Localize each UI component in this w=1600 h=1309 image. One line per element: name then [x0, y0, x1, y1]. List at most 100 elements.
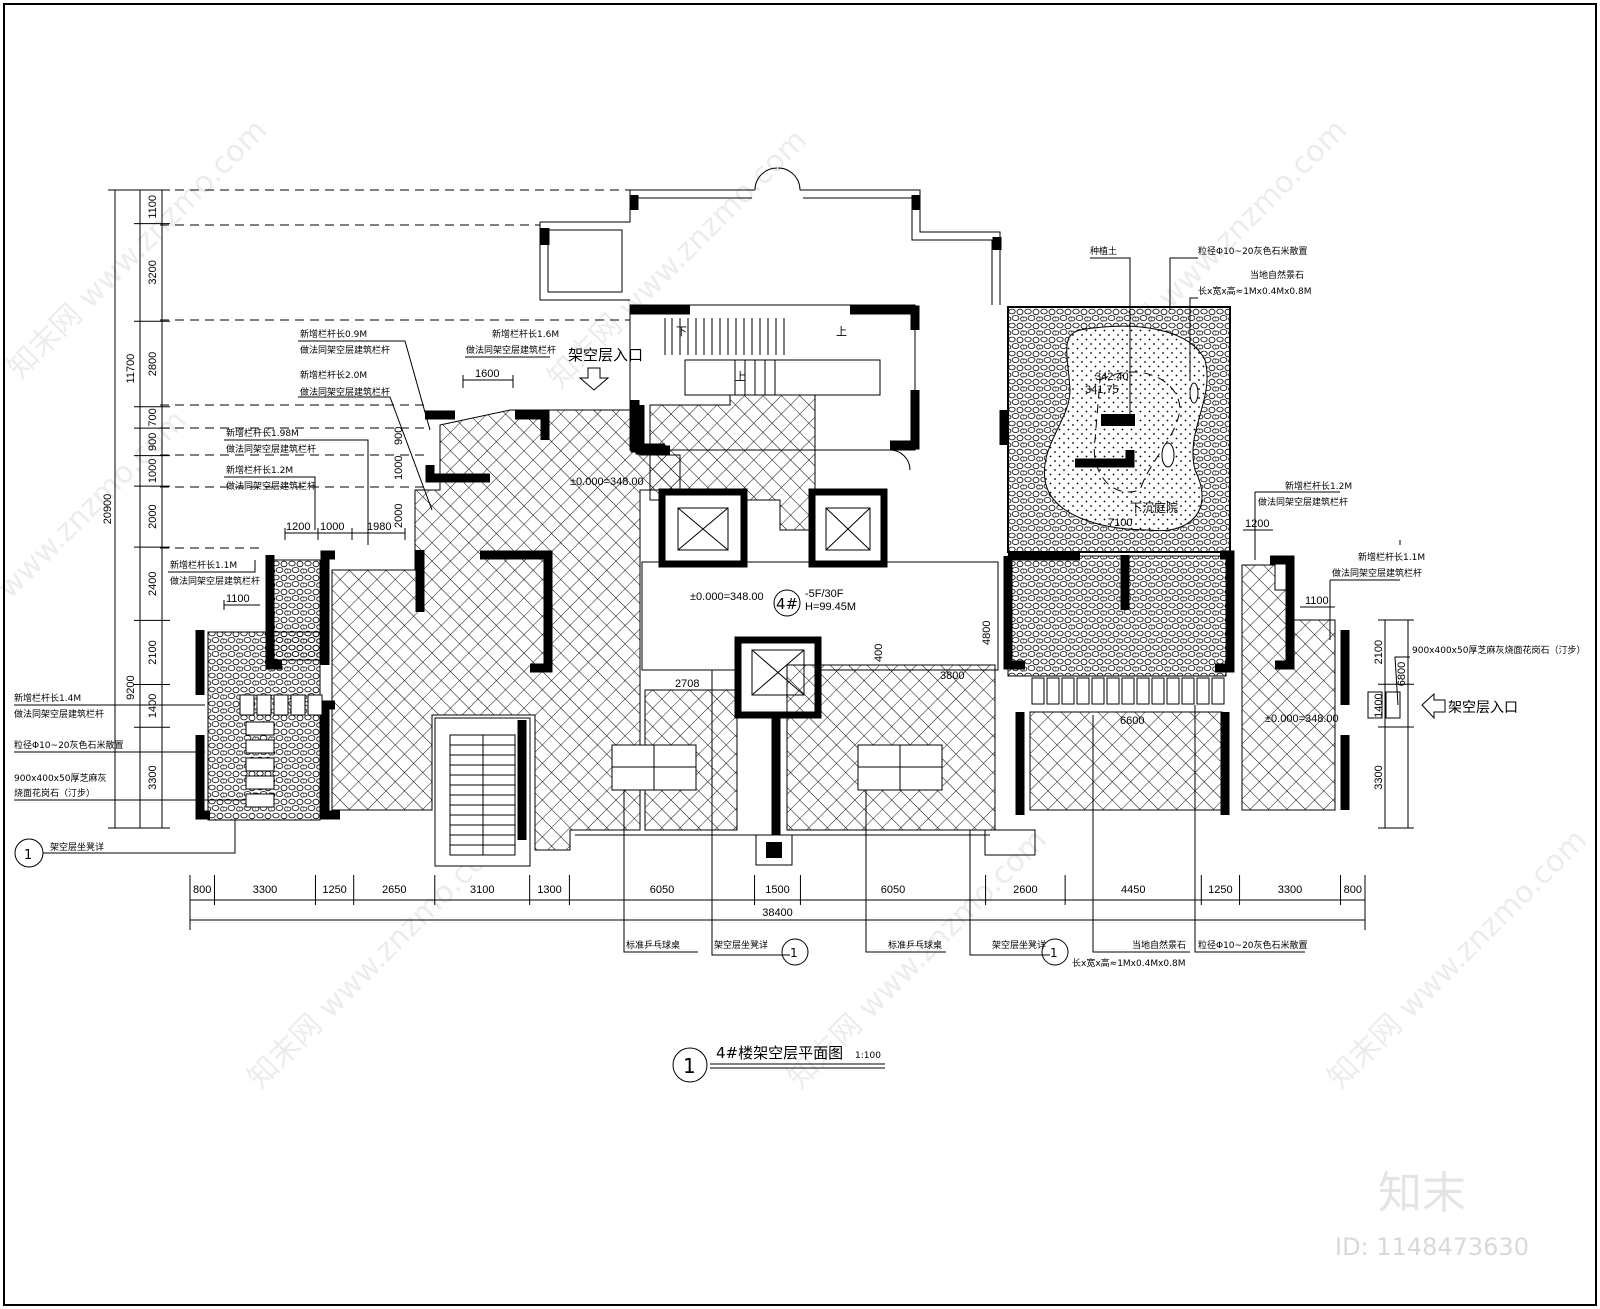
dim-label: 3300	[147, 765, 159, 789]
dim-label: 1600	[475, 368, 499, 380]
dim-label: 1200	[1245, 518, 1269, 530]
svg-text:www.znzmo.com: www.znzmo.com	[0, 403, 194, 606]
dim-label: 4800	[981, 621, 993, 645]
entrance-hall	[539, 167, 1002, 305]
paving-area-left	[331, 409, 681, 851]
annotation-text: 做法同架空层建筑栏杆	[300, 344, 390, 356]
stepping-stones-right	[1031, 677, 1401, 719]
dim-label: 2000	[393, 504, 405, 528]
stair-down-label: 下	[676, 326, 687, 338]
annotation-text: 新增栏杆长1.4M	[14, 692, 81, 704]
paving-area-right-mid	[1029, 711, 1223, 811]
dim-label: 3800	[940, 670, 964, 682]
annotation-text: 烧面花岗石（汀步）	[14, 787, 95, 799]
courtyard-label: 下沉庭院	[1130, 500, 1178, 515]
annotation-text: 当地自然景石	[1132, 939, 1186, 951]
dim-label: 3300	[1278, 884, 1302, 896]
dim-label: 700	[147, 408, 159, 426]
stepping-stones-left	[239, 694, 323, 808]
building-floors: -5F/30F	[805, 588, 844, 600]
courtyard-elevation: 342.40	[1095, 371, 1129, 383]
annotation-text: 架空层坐凳详	[714, 939, 768, 951]
reference-lines	[160, 189, 630, 549]
annotation-text: 新增栏杆长1.6M	[492, 328, 559, 340]
elevators	[658, 488, 888, 866]
dim-label: 3200	[147, 260, 159, 284]
detail-ref: 1	[790, 946, 798, 960]
dim-label: 800	[1344, 884, 1362, 896]
annotation-text: 架空层坐凳详	[992, 939, 1046, 951]
dim-label: 2000	[147, 504, 159, 528]
annotation-text: 900x400x50厚芝麻灰	[14, 772, 106, 784]
title-symbol: 1	[683, 1054, 696, 1078]
bench-outline	[575, 829, 1036, 856]
dim-label: 2600	[1013, 884, 1037, 896]
dim-label: 1980	[367, 521, 391, 533]
svg-text:知末网 www.znzmo.com: 知末网 www.znzmo.com	[1, 113, 274, 386]
courtyard-elevation: 341.75	[1085, 384, 1119, 396]
dim-sub-label: 9200	[125, 675, 137, 699]
entrance-arrow-icon	[578, 367, 610, 391]
annotation-text: 新增栏杆长2.0M	[300, 369, 367, 381]
building-tag: 4#	[776, 595, 798, 613]
annotation-text: 种植土	[1090, 245, 1117, 257]
dim-total-label: 38400	[762, 907, 793, 919]
annotation-text: 做法同架空层建筑栏杆	[1332, 567, 1422, 579]
dim-label: 3300	[1373, 765, 1385, 789]
dim-label: 2100	[1373, 640, 1385, 664]
dim-label: 2650	[382, 884, 406, 896]
dim-label: 2100	[147, 640, 159, 664]
annotation-text: 当地自然景石	[1250, 269, 1304, 281]
image-id: ID: 1148473630	[1335, 1233, 1529, 1261]
detail-ref-circle	[1041, 938, 1069, 966]
entrance-arrow-icon	[1421, 692, 1446, 720]
dim-label: 4450	[1121, 884, 1145, 896]
dim-label: 1100	[226, 593, 250, 605]
dim-label: 1100	[1305, 595, 1329, 607]
annotation-text: 新增栏杆长1.98M	[226, 427, 299, 439]
stair-up-label: 上	[836, 325, 847, 338]
dim-label: 2708	[675, 678, 699, 690]
misc-dimensions: 1600 1200 1000 1980 1100 900 1000 2000 2…	[223, 368, 1401, 727]
dim-label: 1100	[147, 195, 159, 219]
dim-sub-label: 11700	[125, 354, 137, 384]
pingpong-table	[857, 744, 943, 791]
dim-label: 1200	[286, 521, 310, 533]
planting-soil-dots	[1044, 326, 1208, 531]
exit-stair	[434, 717, 531, 867]
annotation-text: 做法同架空层建筑栏杆	[1258, 496, 1348, 508]
drawing-scale: 1:100	[855, 1051, 881, 1061]
paving-area-right	[1241, 564, 1336, 811]
dim-label: 900	[393, 427, 405, 445]
dim-label: 1000	[147, 459, 159, 483]
detail-ref: 1	[24, 848, 32, 863]
dim-total-label: 20900	[102, 494, 114, 525]
dim-label: 1250	[1208, 884, 1232, 896]
dim-label: 7100	[1108, 517, 1132, 529]
detail-ref: 1	[1050, 946, 1058, 960]
annotation-text: 粒径Φ10~20灰色石米散置	[1198, 939, 1308, 951]
drawing-frame	[3, 3, 1597, 1306]
dim-label: 1400	[1373, 693, 1385, 717]
dim-label: 6050	[650, 884, 674, 896]
entrance-label-right: 架空层入口	[1448, 700, 1518, 716]
dim-label: 1250	[322, 884, 346, 896]
annotation-text: 标准乒乓球桌	[626, 939, 680, 951]
courtyard-benches	[1075, 382, 1199, 468]
annotation-text: 900x400x50厚芝麻灰烧面花岗石（汀步）	[1412, 644, 1585, 656]
annotation-text: 新增栏杆长1.2M	[1285, 480, 1352, 492]
lobby-elevation: ±0.000=348.00	[690, 591, 764, 603]
annotation-text: 新增栏杆长0.9M	[300, 328, 367, 340]
annotation-text: 标准乒乓球桌	[888, 939, 942, 951]
annotation-text: 做法同架空层建筑栏杆	[300, 386, 390, 398]
annotation-text: 做法同架空层建筑栏杆	[14, 708, 104, 720]
gravel-area-right	[1007, 555, 1227, 677]
annotation-text: 做法同架空层建筑栏杆	[226, 480, 316, 492]
annotation-text: 长x宽x高≈1Mx0.4Mx0.8M	[1198, 285, 1312, 297]
dim-label: 1400	[147, 694, 159, 718]
dim-label: 1300	[537, 884, 561, 896]
dim-label: 800	[193, 884, 211, 896]
annotation-text: 做法同架空层建筑栏杆	[226, 443, 316, 455]
annotation-text: 新增栏杆长1.1M	[170, 559, 237, 571]
annotation-text: 做法同架空层建筑栏杆	[170, 575, 260, 587]
